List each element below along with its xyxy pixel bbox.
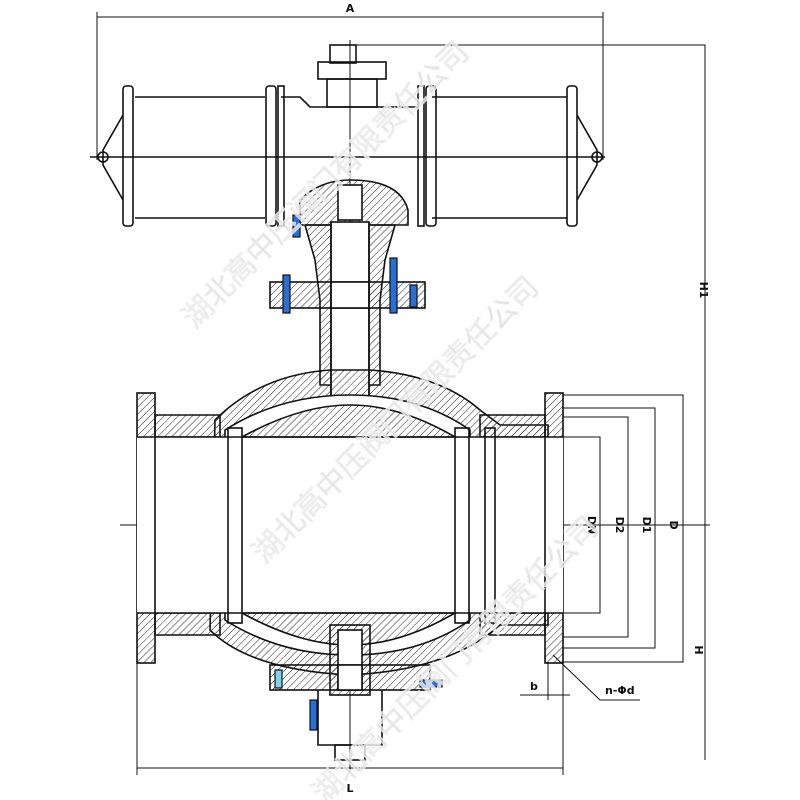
dimension-a	[96, 12, 604, 160]
label-bolt-holes: n-Φd	[605, 684, 635, 697]
dimension-labels: A L H1 H DN D2 D1 D b n-Φd	[346, 2, 710, 795]
flange-dimensions	[355, 44, 706, 760]
label-d: D	[667, 520, 680, 529]
label-dn: DN	[585, 516, 598, 534]
valve-body	[136, 369, 564, 761]
label-a: A	[346, 2, 355, 15]
pneumatic-actuator	[97, 44, 603, 227]
dimension-l	[136, 663, 564, 775]
label-b: b	[530, 680, 538, 693]
label-h: H	[692, 645, 705, 654]
label-h1: H1	[697, 282, 710, 299]
label-l: L	[346, 782, 353, 795]
label-d2: D2	[613, 517, 626, 534]
bolts	[274, 214, 443, 731]
label-d1: D1	[640, 517, 653, 534]
